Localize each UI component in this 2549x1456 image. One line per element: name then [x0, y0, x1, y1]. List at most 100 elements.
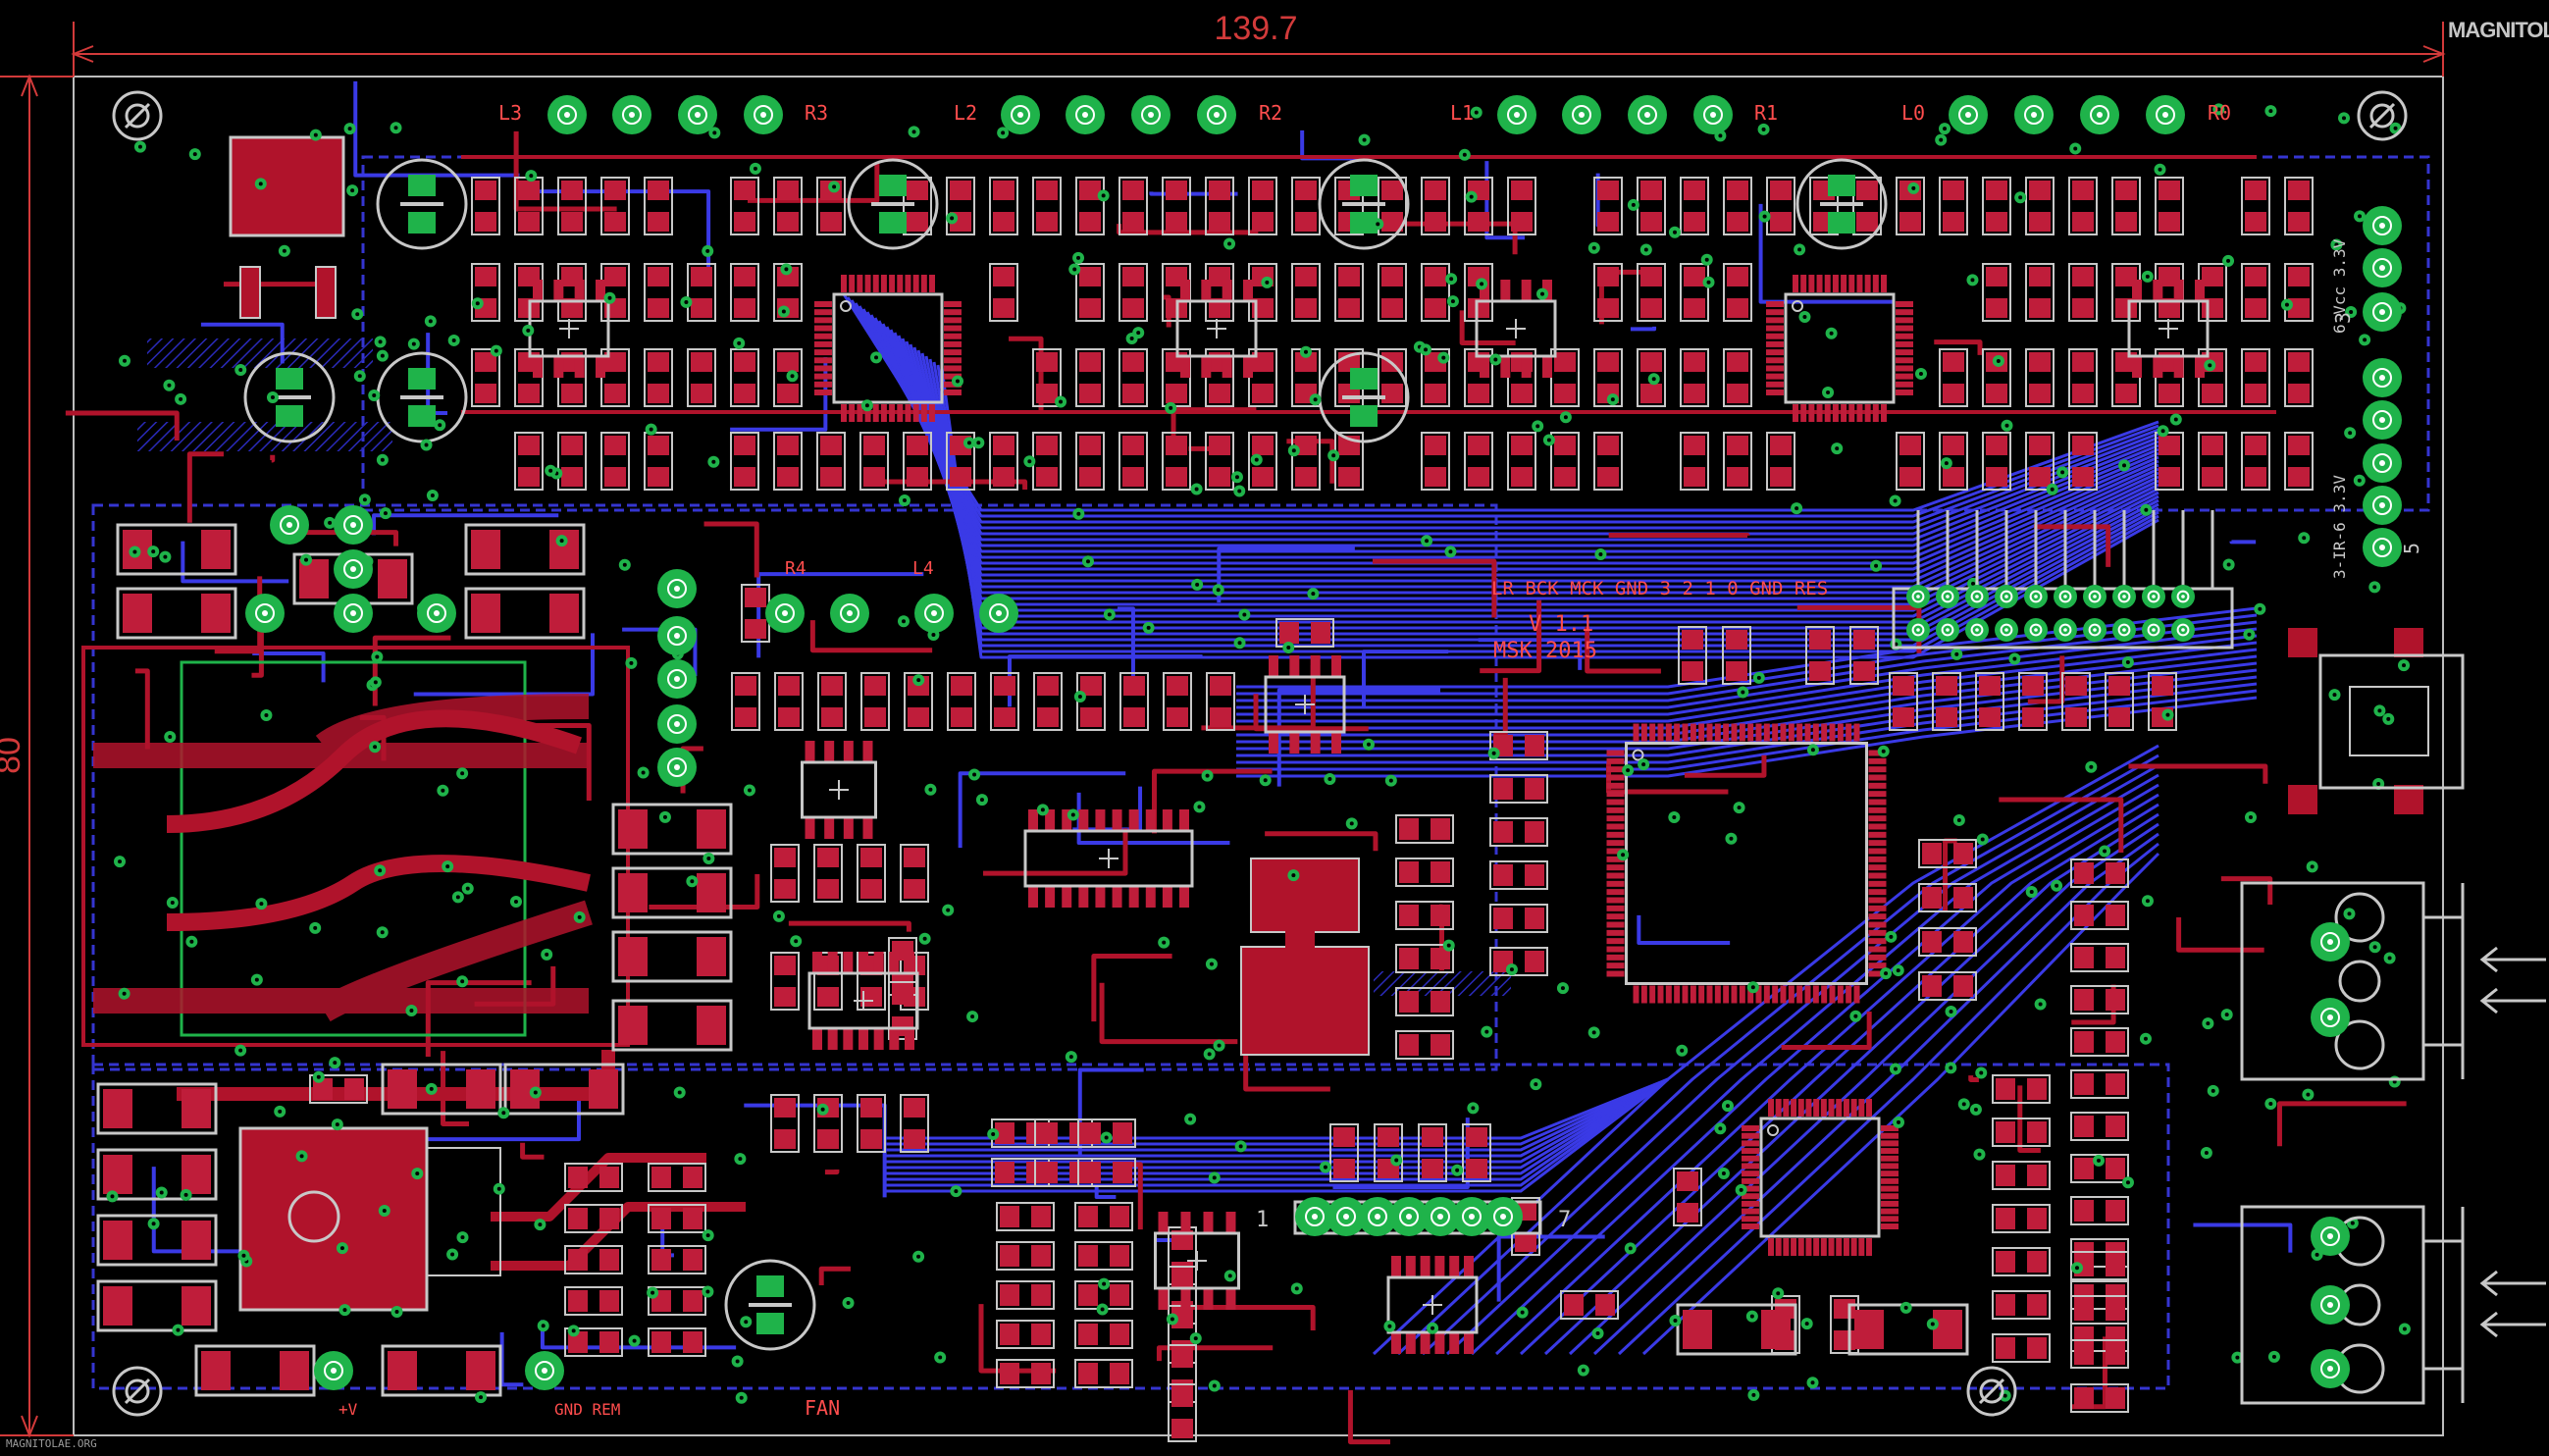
smd-resistor: [1075, 432, 1105, 491]
smd-resistor: [1248, 263, 1277, 322]
via: [1907, 182, 1920, 194]
through-hole-pad: [1995, 585, 2018, 608]
smd-resistor: [514, 432, 544, 491]
side-label-mic: 3-IR-6 3.3V: [2330, 475, 2349, 579]
smd-resistor: [989, 432, 1018, 491]
via: [2373, 704, 2386, 717]
smd-resistor: [2025, 177, 2055, 235]
via: [164, 730, 177, 743]
via: [442, 860, 454, 873]
smd-resistor: [996, 1359, 1055, 1388]
via: [471, 297, 484, 310]
via: [1307, 588, 1320, 600]
via: [702, 1229, 714, 1242]
smd-resistor: [1489, 774, 1548, 804]
via: [1427, 1322, 1439, 1334]
via: [534, 1219, 546, 1231]
smd-resistor: [770, 952, 800, 1011]
via: [545, 464, 557, 477]
via: [1184, 1113, 1197, 1125]
smd-resistor: [1593, 432, 1623, 491]
via: [1250, 453, 1263, 466]
smd-resistor: [1489, 860, 1548, 890]
via: [475, 1391, 488, 1404]
via: [2034, 998, 2047, 1011]
through-hole-pad: [2363, 358, 2402, 397]
via: [1446, 295, 1459, 308]
via: [461, 882, 474, 895]
via: [1559, 411, 1572, 424]
via: [1223, 237, 1236, 250]
via: [522, 324, 535, 337]
smd-resistor: [1118, 263, 1148, 322]
via: [975, 794, 988, 806]
via: [437, 784, 449, 797]
via: [1700, 253, 1713, 266]
via: [1622, 764, 1635, 777]
through-hole-pad: [1965, 618, 1989, 642]
smd-resistor: [1421, 263, 1450, 322]
via: [1470, 106, 1483, 119]
via: [1577, 1364, 1589, 1377]
via: [420, 439, 433, 451]
through-hole-pad: [1628, 95, 1667, 134]
smd-resistor: [1939, 432, 1968, 491]
smd-resistor: [903, 432, 932, 491]
via: [987, 1128, 1000, 1141]
through-hole-pad: [657, 569, 697, 608]
smd-resistor: [1766, 432, 1795, 491]
through-hole-pad: [1131, 95, 1170, 134]
via: [1208, 1171, 1221, 1184]
output-label-pos-0: R0: [2208, 101, 2231, 125]
via: [1191, 578, 1204, 591]
via: [733, 337, 746, 349]
soic-chip: [1023, 809, 1194, 908]
via: [966, 1011, 979, 1023]
via: [780, 263, 793, 276]
smd-resistor: [1805, 626, 1835, 685]
smd-resistor: [564, 1286, 623, 1316]
via: [1966, 274, 1979, 286]
via: [1516, 1306, 1529, 1319]
via: [2161, 708, 2174, 721]
mid-label-l4: L4: [912, 558, 934, 579]
smd-resistor: [773, 432, 803, 491]
via: [1165, 401, 1177, 414]
smd-resistor: [1932, 672, 1961, 731]
through-hole-pad: [1389, 1197, 1429, 1236]
smd-resistor: [2025, 432, 2055, 491]
bottom-label-one: 1: [1256, 1208, 1269, 1232]
via: [237, 1249, 250, 1262]
via: [1193, 801, 1206, 813]
through-hole-pad: [2363, 486, 2402, 525]
through-hole-pad: [2083, 618, 2107, 642]
via: [1100, 1131, 1113, 1144]
via: [1870, 559, 1883, 572]
smd-diode: [194, 1344, 316, 1397]
mounting-hole-tl: [112, 90, 163, 141]
output-label-neg-1: L1: [1450, 101, 1474, 125]
through-hole-pad: [314, 1351, 353, 1390]
via: [118, 354, 130, 367]
via: [338, 1304, 351, 1317]
via: [628, 1334, 641, 1347]
via: [1097, 189, 1110, 202]
through-hole-pad: [744, 95, 783, 134]
via: [1065, 1051, 1077, 1064]
smd-resistor: [1489, 817, 1548, 847]
via: [2139, 1032, 2152, 1045]
via: [369, 741, 382, 754]
through-hole-pad: [2311, 998, 2350, 1037]
via: [2169, 413, 2182, 426]
via: [324, 516, 337, 529]
via: [870, 351, 883, 364]
smd-resistor: [1032, 177, 1062, 235]
smd-resistor: [1421, 432, 1450, 491]
smd-resistor: [1489, 947, 1548, 976]
smd-resistor: [2070, 1295, 2129, 1325]
smd-resistor: [1334, 263, 1364, 322]
via: [1892, 964, 1904, 977]
via: [260, 709, 273, 722]
via: [842, 1297, 855, 1310]
via: [1639, 243, 1652, 256]
